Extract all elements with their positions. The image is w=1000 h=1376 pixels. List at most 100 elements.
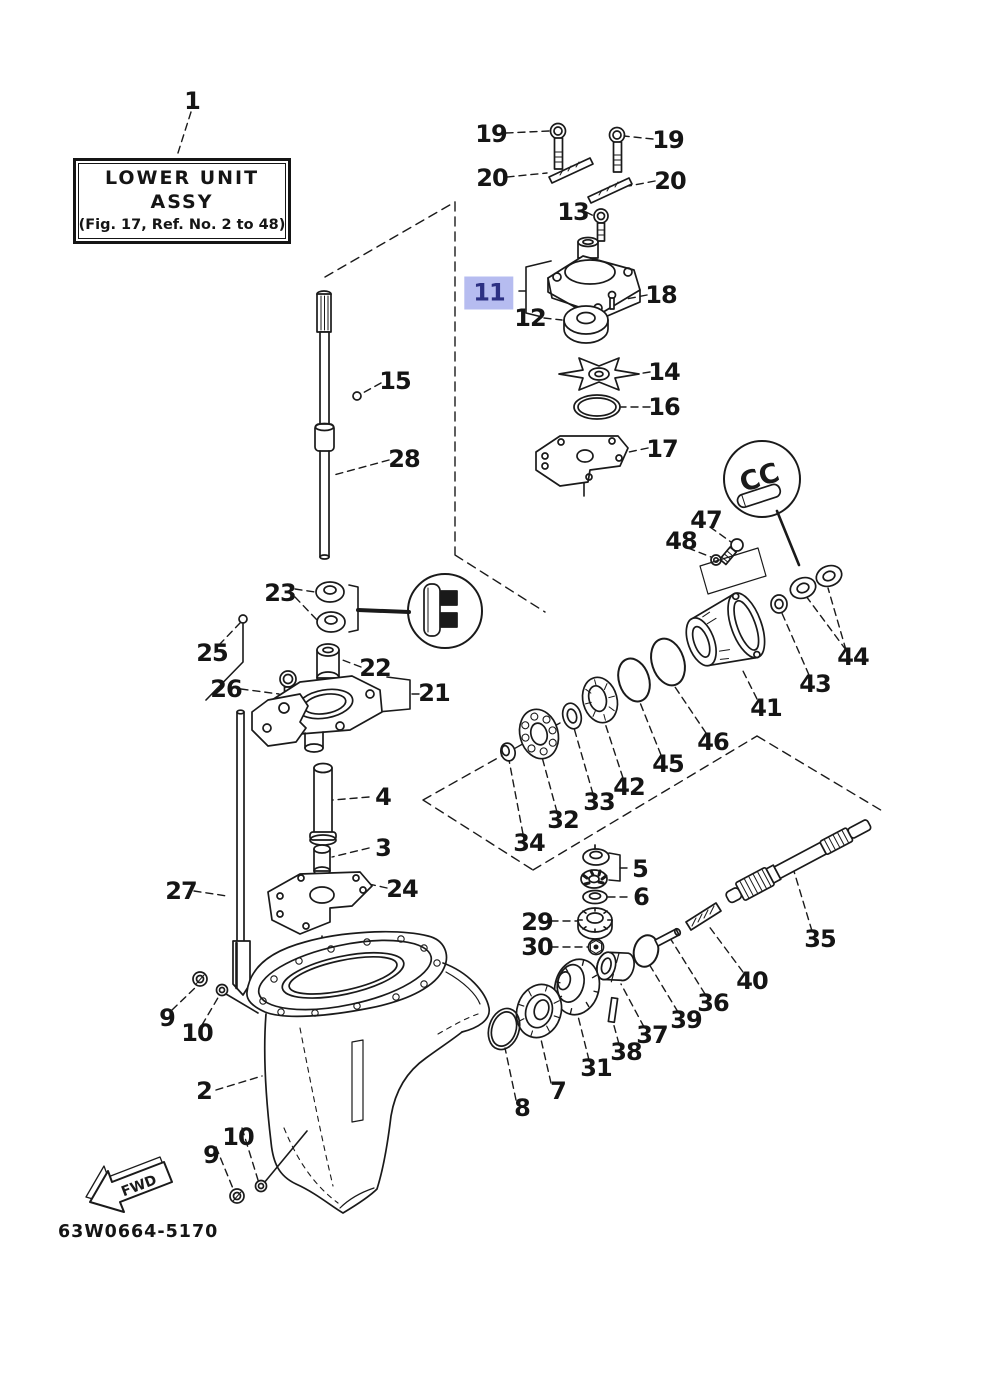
part-label-10-lower[interactable]: 10 [222,1123,254,1151]
part-label-27[interactable]: 27 [165,877,197,905]
part-label-20-left[interactable]: 20 [476,164,508,192]
diagram-code: 63W0664-5170 [58,1222,219,1242]
part-label-37[interactable]: 37 [636,1021,668,1049]
part-30-nut [587,938,605,956]
part-11-pump-housing [547,236,641,321]
part-label-9-upper[interactable]: 9 [159,1004,176,1032]
part-7-bearing [515,983,563,1039]
part-label-12[interactable]: 12 [514,304,546,332]
part-label-42[interactable]: 42 [613,773,645,801]
part-label-41[interactable]: 41 [750,694,782,722]
part-label-35[interactable]: 35 [804,925,836,953]
part-28-driveshaft [314,290,335,560]
part-label-8[interactable]: 8 [514,1094,531,1122]
part-43-ring [770,594,788,614]
part-label-22[interactable]: 22 [359,654,391,682]
part-label-38[interactable]: 38 [610,1038,642,1066]
part-label-3[interactable]: 3 [375,834,392,862]
assembly-title-line1: LOWER UNIT [104,167,260,190]
part-46-oring [650,637,686,687]
part-6-washer [582,889,608,905]
assembly-title-line3: (Fig. 17, Ref. No. 2 to 48) [78,216,286,233]
part-label-21[interactable]: 21 [418,679,450,707]
part-label-46[interactable]: 46 [697,728,729,756]
part-label-16[interactable]: 16 [648,393,680,421]
part-label-45[interactable]: 45 [652,750,684,778]
construction-lines [324,201,885,871]
part-label-17[interactable]: 17 [646,435,678,463]
part-20-pins [548,157,633,204]
part-13-bolt [593,208,609,242]
part-label-29[interactable]: 29 [521,908,553,936]
part-label-47[interactable]: 47 [690,506,722,534]
part-5-washer-nut [580,844,610,889]
part-label-33[interactable]: 33 [583,788,615,816]
part-label-14[interactable]: 14 [648,358,680,386]
part-37-clutch-dog [596,951,635,983]
detail-circle-leader [775,509,801,567]
part-36-pin [654,927,682,947]
part-35-prop-shaft [725,819,872,904]
part-label-6[interactable]: 6 [633,883,650,911]
assembly-title-line2: ASSY [150,190,214,213]
part-label-48[interactable]: 48 [665,527,697,555]
part-10-washer-lower [254,1179,268,1193]
part-label-32[interactable]: 32 [547,806,579,834]
part-label-43[interactable]: 43 [799,670,831,698]
part-34-cap [499,742,517,762]
part-18-pin [607,290,617,310]
part-31-forward-gear [553,958,601,1016]
part-label-25[interactable]: 25 [196,639,228,667]
part-label-2[interactable]: 2 [196,1077,213,1105]
part-label-28[interactable]: 28 [388,445,420,473]
part-label-10-upper[interactable]: 10 [181,1019,213,1047]
part-32-bearing [518,708,560,760]
part-label-1[interactable]: 1 [184,87,201,115]
part-15-key [352,391,362,401]
part-14-impeller [558,357,640,391]
part-41-bearing-carrier [685,592,766,671]
part-38-pin [607,996,619,1024]
part-8-oring [487,1007,521,1051]
part-label-13[interactable]: 13 [557,198,589,226]
part-label-19-left[interactable]: 19 [475,120,507,148]
part-label-30[interactable]: 30 [521,933,553,961]
part-9-bolt-lower [229,1188,245,1204]
leader-lines [171,111,847,1192]
part-label-4[interactable]: 4 [375,783,392,811]
part-45-oring [617,657,651,703]
part-label-18[interactable]: 18 [645,281,677,309]
detail-circle-cc [723,440,801,518]
anode-plate-outline [699,547,767,595]
part-21-plate-assembly [251,675,383,753]
part-3-sleeve [313,844,331,876]
part-label-31[interactable]: 31 [580,1054,612,1082]
part-16-oring [573,394,621,420]
part-29-pinion-gear [577,907,613,940]
bushing-detail-circle [407,573,483,649]
part-label-40[interactable]: 40 [736,967,768,995]
part-label-39[interactable]: 39 [670,1006,702,1034]
part-label-5[interactable]: 5 [632,855,649,883]
part-label-36[interactable]: 36 [697,989,729,1017]
part-4-tube [309,762,337,846]
part-label-20-right[interactable]: 20 [654,167,686,195]
part-label-11-highlighted[interactable]: 11 [464,276,514,310]
part-12-seal [563,305,609,344]
part-label-19-right[interactable]: 19 [652,126,684,154]
part-17-gasket-plate [535,435,629,487]
part-16-oring-inner [577,397,617,417]
part-42-bearing [581,676,619,724]
part-label-15[interactable]: 15 [379,367,411,395]
part-10-washer-upper [215,983,229,997]
part-label-34[interactable]: 34 [513,829,545,857]
assembly-title-box-inner: LOWER UNIT ASSY (Fig. 17, Ref. No. 2 to … [78,163,286,239]
part-label-44[interactable]: 44 [837,643,869,671]
part-label-26[interactable]: 26 [210,675,242,703]
part-label-9-lower[interactable]: 9 [203,1141,220,1169]
part-label-7[interactable]: 7 [550,1077,567,1105]
part-label-24[interactable]: 24 [386,875,418,903]
part-label-23[interactable]: 23 [264,579,296,607]
